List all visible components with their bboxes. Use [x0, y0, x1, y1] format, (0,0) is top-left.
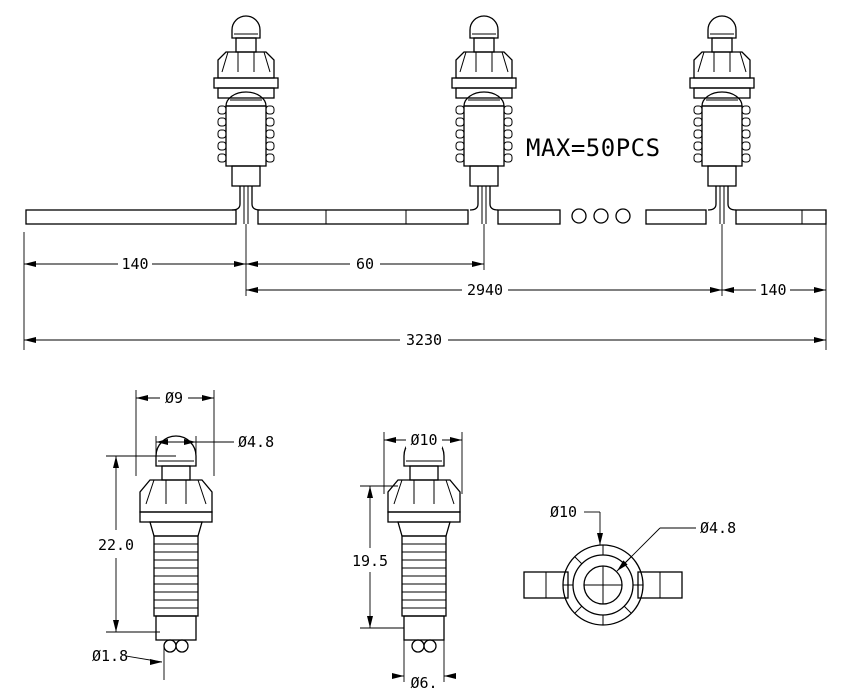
- dia-cap-label-mid: Ø10: [410, 431, 437, 449]
- dim-left-offset-label: 140: [121, 255, 148, 273]
- led-side-left: [139, 435, 213, 653]
- dia-lens-label-left: Ø4.8: [238, 433, 274, 451]
- dia-cap-label-left: Ø9: [165, 389, 183, 407]
- dim-left-offset: 140: [24, 255, 246, 273]
- side-view-middle: Ø10 19.5 Ø6.: [352, 431, 463, 692]
- dim-span-label: 2940: [467, 281, 503, 299]
- led-side-middle: [387, 435, 461, 653]
- continuation-dots: [571, 208, 631, 224]
- height-label-mid: 19.5: [352, 552, 388, 570]
- dim-span: 2940: [246, 281, 722, 299]
- dim-total-label: 3230: [406, 331, 442, 349]
- led-unit-1: [213, 15, 279, 225]
- strip: [25, 209, 827, 225]
- led-unit-3: [689, 15, 755, 225]
- dim-total: 3230: [24, 331, 826, 349]
- dim-pitch: 60: [246, 255, 484, 273]
- height-label-left: 22.0: [98, 536, 134, 554]
- dim-right-offset: 140: [722, 281, 826, 299]
- plan-view: Ø10 Ø4.8: [523, 503, 736, 626]
- dia-inner-label-plan: Ø4.8: [700, 519, 736, 537]
- dia-lead-label-left: Ø1.8: [92, 647, 128, 665]
- dim-right-offset-label: 140: [759, 281, 786, 299]
- led-unit-2: [451, 15, 517, 225]
- dia-base-label-mid: Ø6.: [410, 674, 437, 692]
- dim-pitch-label: 60: [356, 255, 374, 273]
- max-pieces-note: MAX=50PCS: [526, 134, 661, 162]
- dia-outer-label-plan: Ø10: [550, 503, 577, 521]
- side-view-left: Ø9 Ø4.8 22.0 Ø1.8: [92, 389, 274, 680]
- top-view: MAX=50PCS 140 60: [23, 15, 827, 350]
